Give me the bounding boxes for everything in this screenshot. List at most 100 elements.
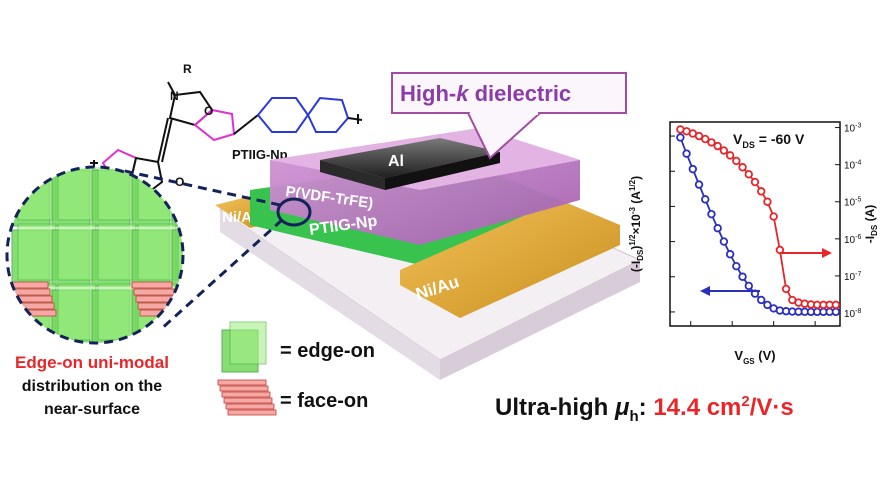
y-tick-label-right: 10-8 xyxy=(844,308,861,320)
data-point xyxy=(707,209,716,219)
transfer-curve-chart: 10-3 10-4 10-5 10-6 10-7 10-8 VDS = -60 V VGS (… xyxy=(628,121,879,366)
y-axis-label-left: (-IDS)1/2×10-3 (A1/2) xyxy=(628,176,645,272)
edge-on-crystal xyxy=(177,283,183,341)
morphology-zoom-circle xyxy=(5,165,185,345)
edge-on-crystal xyxy=(57,167,97,221)
data-point xyxy=(763,300,772,310)
oxygen-bottom: O xyxy=(175,175,184,189)
data-point xyxy=(713,224,722,233)
face-on-crystal xyxy=(15,309,57,317)
gate-label: Al xyxy=(388,153,404,170)
dielectric-callout-text: High-k dielectric xyxy=(400,81,571,106)
face-on-layer xyxy=(217,379,267,386)
series-line-1 xyxy=(680,128,836,306)
r-group-top: R xyxy=(183,62,192,76)
caption-line-3: near-surface xyxy=(44,401,140,418)
edge-on-crystal xyxy=(97,283,137,341)
data-point xyxy=(732,262,741,271)
crystal-stacks xyxy=(7,167,183,343)
y-tick-label-right: 10-6 xyxy=(844,234,861,246)
data-point xyxy=(738,272,747,281)
data-point xyxy=(713,141,722,151)
legend-edge-on-icon xyxy=(221,321,267,373)
data-point xyxy=(732,156,741,166)
data-point xyxy=(725,151,735,160)
data-point xyxy=(701,134,710,144)
data-point xyxy=(831,300,841,310)
y-tick-label-right: 10-5 xyxy=(844,197,861,209)
edge-on-crystal xyxy=(97,223,137,281)
face-on-crystal xyxy=(9,288,51,296)
face-on-layer xyxy=(221,391,271,398)
data-point xyxy=(744,170,753,179)
face-on-crystal xyxy=(133,288,175,296)
transistor-device: Ni/Au Ni/Au Al P(VDF-TrFE) PTIIG-Np High… xyxy=(215,72,642,380)
zoom-marker xyxy=(276,197,312,227)
data-point xyxy=(682,149,691,158)
y-tick-label-right: 10-3 xyxy=(844,123,861,135)
face-on-layer xyxy=(219,385,269,392)
edge-on-crystal xyxy=(177,223,183,281)
nitrogen-top: N xyxy=(170,89,179,103)
series-line-0 xyxy=(679,137,836,313)
face-on-layer xyxy=(223,397,273,404)
edge-on-crystal xyxy=(177,167,183,221)
caption: Edge-on uni-modal distribution on the ne… xyxy=(15,353,169,418)
edge-on-crystal xyxy=(57,223,97,281)
data-point xyxy=(688,164,698,174)
blue-arrowhead xyxy=(700,286,710,296)
data-point xyxy=(757,187,766,196)
edge-on-crystal xyxy=(57,283,97,341)
edge-on-crystal xyxy=(171,289,183,343)
zoom-line-bottom xyxy=(158,218,284,332)
red-arrowhead xyxy=(822,248,832,258)
data-point xyxy=(738,163,747,172)
legend-face-on-icon xyxy=(217,379,277,416)
edge-on-crystal xyxy=(17,167,57,221)
legend-edge-on-label: = edge-on xyxy=(280,340,375,362)
data-point xyxy=(831,307,841,317)
mobility-statement: Ultra-high μh: 14.4 cm2/V·s xyxy=(495,393,794,425)
vds-annotation: VDS = -60 V xyxy=(733,131,805,150)
legend-face-on-label: = face-on xyxy=(280,390,368,412)
data-point xyxy=(719,146,729,155)
caption-line-2: distribution on the xyxy=(22,378,163,395)
face-on-crystal xyxy=(137,302,179,310)
oxygen-top: O xyxy=(204,104,213,118)
face-on-layer xyxy=(227,409,277,416)
zoom-line-top xyxy=(119,168,281,207)
y-tick-label-right: 10-4 xyxy=(844,160,861,172)
face-on-crystal xyxy=(131,281,173,289)
substrate-side-left xyxy=(220,210,440,380)
contact-right xyxy=(400,200,620,318)
callout-pointer xyxy=(467,112,541,160)
y-tick-label-right: 10-7 xyxy=(844,271,861,283)
data-point xyxy=(750,177,760,187)
plot-frame xyxy=(669,121,841,327)
y-axis-label-right: -IDS (A) xyxy=(863,205,879,243)
data-point xyxy=(763,197,772,206)
legend: = edge-on = face-on xyxy=(217,321,375,416)
edge-on-crystal xyxy=(17,223,57,281)
data-point xyxy=(707,138,716,147)
x-axis-label: VGS (V) xyxy=(734,348,775,366)
face-on-crystal xyxy=(13,302,55,310)
data-point xyxy=(781,284,791,294)
data-point xyxy=(676,133,685,142)
gate-electrode xyxy=(320,138,500,178)
data-point xyxy=(694,180,704,189)
edge-on-crystal xyxy=(137,223,177,281)
data-point xyxy=(775,245,785,255)
data-point xyxy=(719,237,729,246)
ptiig-np-structure xyxy=(90,81,363,197)
data-point xyxy=(725,250,735,259)
data-point xyxy=(757,295,766,305)
data-point xyxy=(744,281,753,291)
substrate-side-right xyxy=(440,260,640,380)
edge-on-block xyxy=(229,321,267,365)
molecule-name: PTIIG-Np xyxy=(232,147,288,162)
face-on-layer xyxy=(225,403,275,410)
data-point xyxy=(769,212,778,221)
